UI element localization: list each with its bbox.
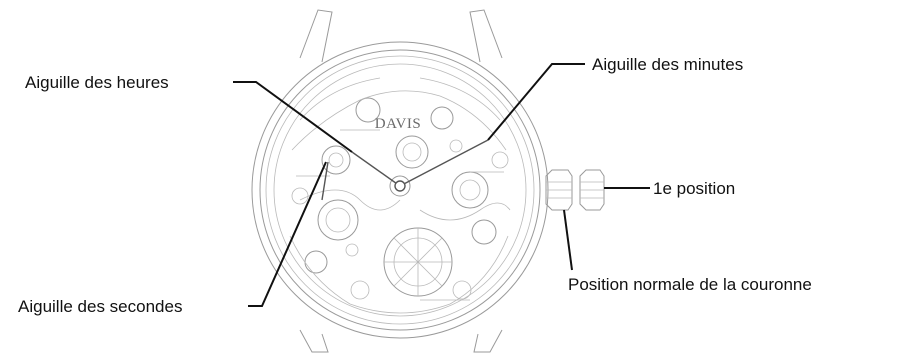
brand-logo: DAVIS	[375, 116, 421, 132]
label-minute-hand: Aiguille des minutes	[592, 55, 743, 74]
crown	[546, 170, 604, 210]
hour-hand	[352, 152, 400, 186]
label-crown-normal-position: Position normale de la couronne	[568, 275, 812, 294]
minute-hand	[400, 140, 488, 186]
leader-crown-normal-position	[564, 210, 572, 270]
label-hour-hand: Aiguille des heures	[25, 73, 169, 92]
label-crown-first-position: 1e position	[653, 179, 735, 198]
leader-minute-hand	[488, 64, 585, 140]
label-second-hand: Aiguille des secondes	[18, 297, 182, 316]
leader-lines	[233, 64, 650, 306]
